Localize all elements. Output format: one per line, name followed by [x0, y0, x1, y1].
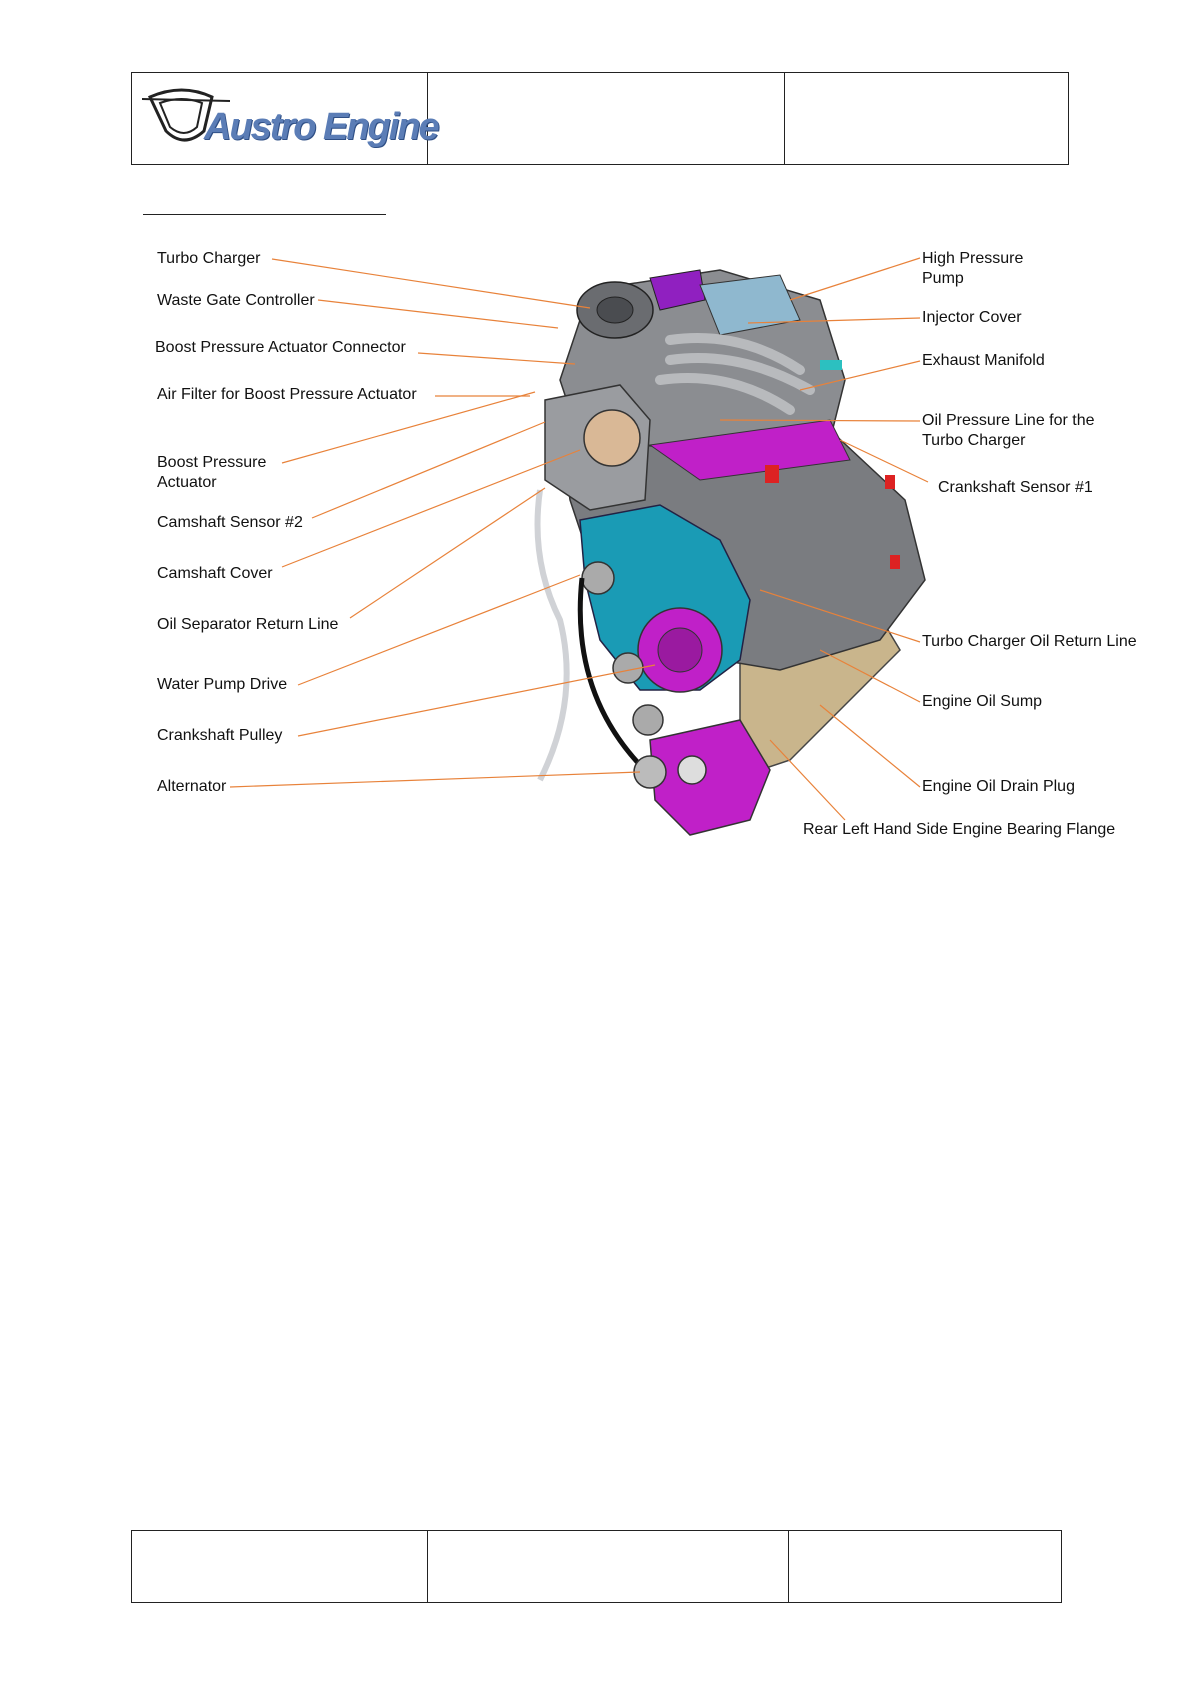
logo-text: Austro Engine: [204, 106, 440, 148]
label-alternator: Alternator: [157, 778, 227, 795]
label-boost-pressure-actuator: Boost Pressure Actuator: [157, 454, 267, 491]
label-water-pump-drive: Water Pump Drive: [157, 676, 288, 693]
footer-left-cell: [132, 1531, 428, 1602]
label-camshaft-sensor-2: Camshaft Sensor #2: [157, 514, 303, 531]
header-table: Austro Engine: [131, 72, 1069, 165]
label-engine-oil-drain-plug: Engine Oil Drain Plug: [922, 778, 1075, 795]
label-air-filter-boost-pressure-actuator: Air Filter for Boost Pressure Actuator: [157, 386, 417, 403]
leader-lines: [229, 257, 929, 821]
label-injector-cover: Injector Cover: [922, 309, 1022, 326]
label-camshaft-cover: Camshaft Cover: [157, 565, 273, 582]
label-crankshaft-pulley: Crankshaft Pulley: [157, 727, 283, 744]
header-logo-cell: Austro Engine: [132, 73, 440, 164]
label-turbo-charger-oil-return-line: Turbo Charger Oil Return Line: [922, 633, 1137, 650]
label-oil-separator-return-line: Oil Separator Return Line: [157, 616, 339, 633]
austro-engine-logo-icon: [142, 88, 231, 142]
engine-illustration: [534, 269, 926, 836]
footer-middle-cell: [428, 1531, 789, 1602]
label-waste-gate-controller: Waste Gate Controller: [157, 292, 315, 309]
label-turbo-charger: Turbo Charger: [157, 250, 261, 267]
label-rear-left-bearing-flange: Rear Left Hand Side Engine Bearing Flang…: [803, 821, 1116, 838]
label-engine-oil-sump: Engine Oil Sump: [922, 693, 1043, 710]
footer-table: [131, 1530, 1062, 1603]
header-middle-cell: [428, 73, 785, 164]
label-oil-pressure-line-turbo: Oil Pressure Line for the Turbo Charger: [922, 412, 1095, 449]
label-boost-pressure-actuator-connector: Boost Pressure Actuator Connector: [155, 339, 406, 356]
title-underline: [143, 214, 386, 215]
label-high-pressure-pump: High Pressure Pump: [922, 250, 1024, 287]
footer-right-cell: [789, 1531, 1061, 1602]
label-crankshaft-sensor-1: Crankshaft Sensor #1: [938, 479, 1093, 496]
label-exhaust-manifold: Exhaust Manifold: [922, 352, 1045, 369]
